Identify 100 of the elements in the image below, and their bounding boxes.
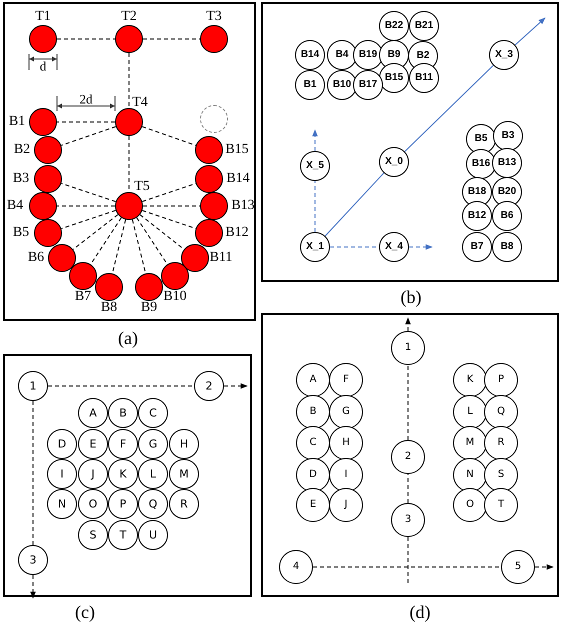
node-label: O: [466, 500, 474, 510]
panel-frame: [3, 354, 252, 597]
node-label: C: [310, 438, 316, 448]
node-label: B4: [336, 50, 348, 60]
connector-line: [404, 65, 494, 152]
node-label: S: [90, 530, 96, 540]
node-label: B3: [502, 131, 514, 141]
node-label: L: [150, 468, 156, 480]
panel-frame: [3, 2, 256, 321]
arrow: [534, 564, 554, 570]
node-label: B14: [300, 50, 320, 60]
node-label: F: [120, 438, 126, 450]
node-label: B18: [468, 187, 486, 197]
connector-line: [142, 38, 200, 40]
node-label: H: [342, 438, 350, 448]
circle-label: B6: [28, 251, 44, 265]
circle-label: B14: [226, 172, 250, 186]
connector-line: [132, 219, 146, 274]
node-label: 1: [404, 343, 412, 353]
node-label: B2: [416, 51, 430, 61]
panel-caption: (c): [75, 603, 95, 621]
circle-label: B8: [100, 301, 118, 315]
circle-label: B5: [12, 226, 30, 240]
node-label: B22: [384, 21, 404, 31]
node-label: U: [148, 530, 158, 540]
node-label: O: [88, 498, 98, 510]
node-label: 5: [514, 562, 522, 572]
connector-line: [90, 217, 122, 265]
node-label: A: [89, 408, 97, 418]
node-label: J: [91, 468, 95, 480]
node-label: X_4: [385, 242, 403, 252]
node-label: E: [90, 438, 96, 450]
node-label: B8: [500, 242, 514, 252]
node-label: T: [498, 500, 504, 510]
circle-label: T2: [121, 10, 137, 24]
node-label: B: [310, 407, 316, 417]
dimension-label: 2d: [80, 92, 92, 106]
panel-caption: (b): [400, 288, 422, 306]
node-label: L: [467, 407, 473, 417]
node-label: T: [120, 530, 126, 540]
connector-line: [142, 126, 196, 146]
node-label: B21: [414, 21, 434, 31]
node-label: B6: [500, 211, 514, 221]
node-label: B20: [498, 187, 516, 197]
connector-line: [136, 217, 168, 265]
node-label: R: [180, 498, 188, 510]
connector-line: [142, 183, 196, 202]
circle-label: T1: [35, 10, 51, 24]
node-label: B17: [358, 80, 378, 90]
circle-label: B12: [225, 226, 249, 240]
circle-label: B1: [8, 115, 26, 129]
node-label: D: [58, 438, 66, 450]
circle-label: T5: [134, 180, 150, 194]
node-label: X_3: [495, 50, 513, 60]
node-label: 4: [292, 562, 300, 572]
connector-line: [60, 182, 116, 202]
node-label: E: [310, 500, 316, 510]
node-label: K: [466, 375, 474, 385]
connector-line: [32, 400, 34, 546]
node-label: I: [344, 470, 348, 480]
connector-line: [324, 172, 384, 236]
node-label: P: [120, 498, 126, 510]
node-label: B5: [474, 134, 488, 144]
circle-label: T3: [206, 10, 222, 24]
panel-caption: (d): [410, 603, 430, 621]
circle-label: B10: [163, 290, 187, 304]
node-label: D: [309, 470, 317, 480]
node-label: N: [58, 498, 66, 510]
node-label: I: [60, 468, 64, 480]
node-label: K: [119, 468, 127, 480]
node-label: B1: [304, 80, 316, 90]
connector-line: [142, 210, 196, 229]
node-label: B13: [498, 158, 516, 168]
panel-caption: (a): [118, 329, 138, 347]
node-label: F: [343, 375, 349, 385]
node-label: P: [498, 375, 504, 385]
connector-line: [314, 180, 316, 232]
node-label: X_0: [385, 157, 403, 167]
dimension-label: d: [40, 60, 46, 72]
connector-line: [56, 38, 116, 40]
node-label: S: [498, 470, 504, 480]
circle-label: B4: [6, 199, 24, 213]
node-label: B10: [332, 80, 352, 90]
node-label: Q: [148, 498, 158, 510]
node-label: B16: [472, 159, 490, 169]
node-label: M: [466, 438, 474, 448]
node-label: H: [180, 438, 188, 450]
node-label: J: [344, 500, 348, 510]
connector-line: [60, 126, 116, 146]
connector-line: [60, 210, 116, 230]
circle-label: B9: [140, 301, 158, 315]
node-label: X_1: [306, 242, 324, 252]
panel-frame: [261, 313, 559, 597]
node-label: N: [466, 470, 474, 480]
circle-label: B11: [210, 251, 232, 265]
arrow: [405, 317, 411, 332]
node-label: B: [119, 408, 127, 418]
node-label: 1: [30, 380, 36, 392]
arrow: [514, 18, 546, 46]
circle-label: T4: [132, 96, 148, 110]
